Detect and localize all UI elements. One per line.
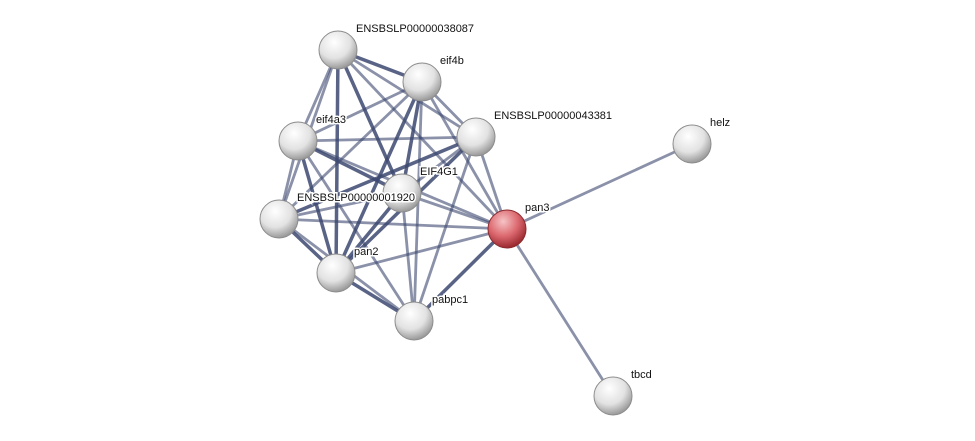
edge-eif4b-eif4a3[interactable] — [297, 80, 423, 143]
node-label: pan3 — [525, 202, 549, 214]
edge-eif4b-n1920[interactable] — [278, 80, 423, 221]
node-label: tbcd — [631, 369, 652, 381]
protein-sphere[interactable] — [672, 124, 712, 164]
node-eif4g1[interactable]: EIF4G1 — [382, 165, 459, 213]
edge-eif4g1-n1920[interactable] — [278, 191, 403, 221]
node-pan2[interactable]: pan2 — [316, 245, 380, 293]
protein-sphere[interactable] — [394, 301, 434, 341]
node-label: ENSBSLP00000043381 — [494, 110, 612, 122]
node-tbcd[interactable]: tbcd — [593, 368, 653, 416]
edge-n38087-eif4g1[interactable] — [336, 49, 404, 194]
protein-sphere[interactable] — [278, 121, 318, 161]
edge-n43381-n1920[interactable] — [278, 135, 477, 221]
protein-sphere[interactable] — [382, 173, 422, 213]
edge-n43381-pabpc1[interactable] — [412, 136, 478, 322]
edge-eif4a3-n43381[interactable] — [297, 135, 477, 143]
node-label: ENSBSLP00000038087 — [356, 23, 474, 35]
edge-pan3-pan2[interactable] — [335, 227, 508, 275]
query-protein-sphere[interactable] — [487, 209, 527, 249]
protein-sphere[interactable] — [593, 376, 633, 416]
edge-pan3-helz[interactable] — [506, 142, 693, 231]
node-n1920[interactable]: ENSBSLP00000001920 — [259, 191, 417, 239]
edge-n1920-pan3[interactable] — [278, 217, 508, 231]
protein-sphere[interactable] — [402, 62, 442, 102]
edge-pan3-pabpc1[interactable] — [412, 227, 509, 323]
edge-eif4a3-pabpc1[interactable] — [296, 140, 416, 322]
node-label: helz — [710, 117, 730, 129]
node-n43381[interactable]: ENSBSLP00000043381 — [456, 109, 614, 157]
edge-eif4g1-pabpc1[interactable] — [400, 192, 416, 322]
edge-pan3-tbcd[interactable] — [505, 228, 615, 397]
node-eif4b[interactable]: eif4b — [402, 54, 465, 102]
node-label: EIF4G1 — [420, 166, 458, 178]
node-label: pan2 — [354, 246, 378, 258]
node-pabpc1[interactable]: pabpc1 — [394, 293, 470, 341]
protein-sphere[interactable] — [318, 30, 358, 70]
node-pan3[interactable]: pan3 — [487, 201, 551, 249]
protein-sphere[interactable] — [456, 117, 496, 157]
protein-sphere[interactable] — [316, 253, 356, 293]
node-label: pabpc1 — [432, 294, 468, 306]
edge-eif4b-pan3[interactable] — [420, 81, 509, 230]
node-n38087[interactable]: ENSBSLP00000038087 — [318, 22, 476, 70]
node-label: eif4a3 — [316, 114, 346, 126]
protein-sphere[interactable] — [259, 199, 299, 239]
edge-eif4a3-pan2[interactable] — [296, 140, 338, 274]
node-label: eif4b — [440, 55, 464, 67]
node-helz[interactable]: helz — [672, 116, 732, 164]
node-label: ENSBSLP00000001920 — [297, 192, 415, 204]
node-eif4a3[interactable]: eif4a3 — [278, 113, 347, 161]
